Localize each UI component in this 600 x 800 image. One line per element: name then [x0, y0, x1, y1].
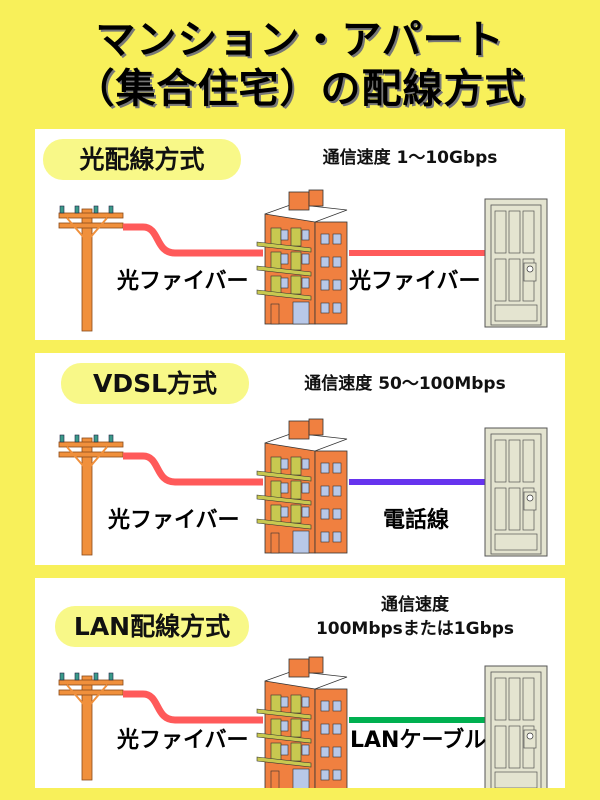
fiber-cable-outside — [123, 223, 263, 257]
cable-label-outside: 光ファイバー — [117, 728, 249, 753]
keyhole-icon — [526, 732, 534, 740]
speed-text-line2: 100Mbpsまたは1Gbps — [315, 619, 515, 639]
method-label: VDSL方式 — [61, 363, 249, 404]
apartment-building-icon — [256, 189, 348, 325]
speed-text: 通信速度 50〜100Mbps — [304, 374, 506, 394]
method-label: LAN配線方式 — [55, 606, 249, 647]
keyhole-icon — [526, 265, 534, 273]
cable-label-inside: 電話線 — [383, 508, 450, 533]
inside-cable — [349, 479, 489, 485]
inside-cable — [349, 717, 489, 723]
utility-pole-icon — [58, 205, 124, 332]
panel-lan-wiring: LAN配線方式 通信速度 100Mbpsまたは1Gbps 光ファイバー LANケ… — [35, 578, 565, 788]
door-icon — [484, 198, 548, 328]
cable-label-inside: LANケーブル — [350, 728, 487, 753]
apartment-building-icon — [256, 418, 348, 554]
fiber-cable-outside — [123, 690, 263, 724]
door-icon — [484, 665, 548, 788]
inside-cable — [349, 250, 489, 256]
wiring-diagram — [58, 189, 548, 332]
panel-fiber-wiring: 光配線方式 通信速度 1〜10Gbps 光ファイバー 光ファイバー — [35, 129, 565, 340]
apartment-building-icon — [256, 656, 348, 788]
fiber-cable-outside — [123, 452, 263, 486]
wiring-diagram — [58, 418, 548, 557]
panel-vdsl: VDSL方式 通信速度 50〜100Mbps 光ファイバー 電話線 — [35, 353, 565, 565]
wiring-diagram — [58, 656, 548, 788]
utility-pole-icon — [58, 672, 124, 781]
method-label: 光配線方式 — [43, 139, 241, 180]
keyhole-icon — [526, 494, 534, 502]
cable-label-outside: 光ファイバー — [117, 269, 249, 294]
cable-label-outside: 光ファイバー — [108, 508, 240, 533]
door-icon — [484, 427, 548, 557]
speed-text: 通信速度 1〜10Gbps — [322, 148, 498, 168]
cable-label-inside: 光ファイバー — [349, 269, 481, 294]
utility-pole-icon — [58, 434, 124, 556]
page-title-line1: マンション・アパート — [95, 17, 505, 63]
speed-text-line1: 通信速度 — [381, 595, 449, 615]
page-title-line2: （集合住宅）の配線方式 — [74, 66, 526, 112]
